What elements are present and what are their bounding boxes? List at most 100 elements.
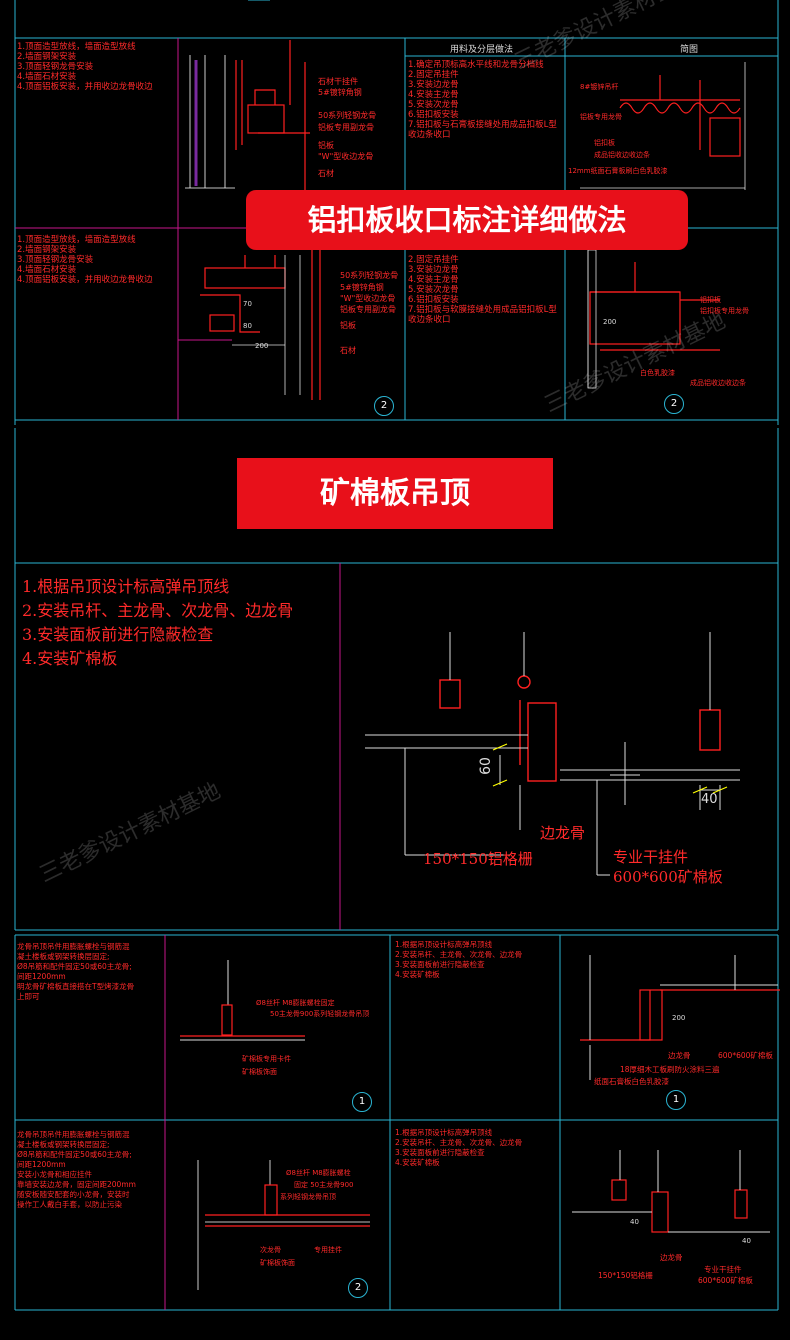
label: "W"型收边龙骨 bbox=[340, 294, 396, 303]
bottom2-steps: 1.根据吊顶设计标高弹吊顶线 2.安装吊杆、主龙骨、次龙骨、边龙骨 3.安装面板… bbox=[395, 1128, 522, 1168]
label: 次龙骨 bbox=[260, 1246, 281, 1254]
label: 铝板 bbox=[318, 141, 334, 150]
note-line: 2.墙面钢架安装 bbox=[17, 52, 77, 62]
banner-title: 矿棉板吊顶 bbox=[320, 476, 470, 511]
step-line: 1.根据吊顶设计标高弹吊顶线 bbox=[395, 1128, 493, 1137]
callout-label: 150*150铝格栅 bbox=[423, 850, 533, 868]
label: 专用挂件 bbox=[314, 1246, 342, 1254]
sketch-label: 12mm纸面石膏板刷白色乳胶漆 bbox=[568, 167, 668, 175]
note-line: 1.顶面造型放线，墙面造型放线 bbox=[17, 42, 136, 52]
label: 600*600矿棉板 bbox=[698, 1276, 753, 1285]
dim-label: 200 bbox=[603, 318, 617, 326]
callout-label: 600*600矿棉板 bbox=[613, 868, 723, 886]
label: 系列轻钢龙骨吊顶 bbox=[280, 1193, 336, 1201]
detail-number-badge: 2 bbox=[664, 394, 684, 414]
step-line: 收边条收口 bbox=[408, 130, 451, 140]
sketch-label: 铝扣板 bbox=[700, 296, 721, 304]
note-line: 上即可 bbox=[17, 992, 40, 1001]
note-line: 安装小龙骨和相应挂件 bbox=[17, 1170, 92, 1179]
dim-label: 200 bbox=[672, 1014, 686, 1022]
mid-steps: 1.根据吊顶设计标高弹吊顶线 2.安装吊杆、主龙骨、次龙骨、边龙骨 3.安装面板… bbox=[22, 575, 293, 671]
note-line: 3.顶面轻钢龙骨安装 bbox=[17, 255, 94, 265]
dim-label: 40 bbox=[742, 1237, 751, 1245]
detail-number-badge: 2 bbox=[348, 1278, 368, 1298]
dim-label: 40 bbox=[630, 1218, 639, 1226]
step-line: 收边条收口 bbox=[408, 315, 451, 325]
callout-label: 专业干挂件 bbox=[613, 848, 689, 866]
label: 矿棉板专用卡件 bbox=[242, 1055, 291, 1063]
panel1-notes: 1.顶面造型放线，墙面造型放线 2.墙面钢架安装 3.顶面轻钢龙骨安装 4.墙面… bbox=[17, 42, 153, 92]
label: 50主龙骨900系列轻钢龙骨吊顶 bbox=[270, 1010, 370, 1018]
note-line: 操作工人戴白手套，以防止污染 bbox=[17, 1200, 122, 1209]
label: 矿棉板饰面 bbox=[260, 1259, 295, 1267]
label: 矿棉板饰面 bbox=[242, 1068, 277, 1076]
step-line: 4.安装主龙骨 bbox=[408, 90, 459, 100]
step-line: 4.安装矿棉板 bbox=[22, 649, 118, 668]
sketch-label: 成品铝收边收边条 bbox=[690, 379, 746, 387]
callout-label: 边龙骨 bbox=[540, 824, 586, 842]
label: 50系列轻钢龙骨 bbox=[340, 271, 399, 280]
label: 150*150铝格栅 bbox=[598, 1271, 653, 1280]
detail-number-badge: 2 bbox=[374, 396, 394, 416]
bottom1-left-notes: 龙骨吊顶吊件用膨胀螺栓与钢筋混 凝土楼板或钢架转换层固定; Ø8吊筋和配件固定5… bbox=[17, 942, 134, 1002]
section-banner: 铝扣板收口标注详细做法 bbox=[246, 190, 688, 250]
detail-number-badge: 1 bbox=[666, 1090, 686, 1110]
note-line: 4.顶面铝板安装，并用收边龙骨收边 bbox=[17, 82, 153, 92]
label: 50系列轻钢龙骨 bbox=[318, 111, 377, 120]
step-line: 1.根据吊顶设计标高弹吊顶线 bbox=[22, 577, 230, 596]
sketch-label: 白色乳胶漆 bbox=[640, 369, 675, 377]
sketch-label: 铝扣板专用龙骨 bbox=[700, 307, 749, 315]
header-materials: 用料及分层做法 bbox=[450, 45, 514, 55]
panel1-steps: 1.确定吊顶标高水平线和龙骨分档线 2.固定吊挂件 3.安装边龙骨 4.安装主龙… bbox=[408, 60, 557, 140]
step-line: 4.安装矿棉板 bbox=[395, 1158, 440, 1167]
label: 铝板 bbox=[340, 321, 356, 330]
header-diagram: 简图 bbox=[680, 45, 699, 55]
note-line: 凝土楼板或钢架转换层固定; bbox=[17, 1140, 110, 1149]
label: 18厚细木工板刷防火涂料三遍 bbox=[620, 1065, 720, 1074]
dim-label: 80 bbox=[243, 322, 252, 330]
panel2-steps: 2.固定吊挂件 3.安装边龙骨 4.安装主龙骨 5.安装次龙骨 6.铝扣板安装 … bbox=[408, 255, 557, 325]
step-line: 2.安装吊杆、主龙骨、次龙骨、边龙骨 bbox=[395, 1138, 523, 1147]
step-line: 2.安装吊杆、主龙骨、次龙骨、边龙骨 bbox=[22, 601, 294, 620]
label: 石材 bbox=[340, 346, 356, 355]
detail-number-badge: 1 bbox=[352, 1092, 372, 1112]
step-line: 4.安装主龙骨 bbox=[408, 275, 459, 285]
step-line: 2.固定吊挂件 bbox=[408, 70, 459, 80]
panel2-notes: 1.顶面造型放线，墙面造型放线 2.墙面钢架安装 3.顶面轻钢龙骨安装 4.墙面… bbox=[17, 235, 153, 285]
label: 5#镀锌角钢 bbox=[318, 88, 362, 97]
label: 边龙骨 bbox=[668, 1051, 691, 1060]
note-line: 凝土楼板或钢架转换层固定; bbox=[17, 952, 110, 961]
dim-label: 60 bbox=[477, 757, 494, 775]
note-line: 龙骨吊顶吊件用膨胀螺栓与钢筋混 bbox=[17, 942, 130, 951]
note-line: 龙骨吊顶吊件用膨胀螺栓与钢筋混 bbox=[17, 1130, 130, 1139]
step-line: 3.安装面板前进行隐蔽检查 bbox=[395, 960, 485, 969]
note-line: 间距1200mm bbox=[17, 1160, 66, 1169]
note-line: 2.墙面钢架安装 bbox=[17, 245, 77, 255]
note-line: 靠墙安装边龙骨，固定间距200mm bbox=[17, 1180, 136, 1189]
label: 石材 bbox=[318, 169, 334, 178]
sketch-label: 铝扣板 bbox=[594, 139, 615, 147]
step-line: 1.根据吊顶设计标高弹吊顶线 bbox=[395, 940, 493, 949]
note-line: 1.顶面造型放线，墙面造型放线 bbox=[17, 235, 136, 245]
step-line: 5.安装次龙骨 bbox=[408, 285, 459, 295]
step-line: 3.安装边龙骨 bbox=[408, 80, 459, 90]
note-line: 随安板随安配套的小龙骨，安装时 bbox=[17, 1190, 130, 1199]
label: 铝板专用副龙骨 bbox=[318, 123, 374, 132]
section-banner: 矿棉板吊顶 bbox=[237, 458, 553, 529]
note-line: Ø8吊筋和配件固定50或60主龙骨; bbox=[17, 1150, 132, 1159]
label: 专业干挂件 bbox=[704, 1265, 742, 1274]
sketch-label: 8#镀锌吊杆 bbox=[580, 83, 619, 91]
step-line: 3.安装面板前进行隐蔽检查 bbox=[395, 1148, 485, 1157]
label: 边龙骨 bbox=[660, 1253, 683, 1262]
label: "W"型收边龙骨 bbox=[318, 152, 374, 161]
bottom2-left-notes: 龙骨吊顶吊件用膨胀螺栓与钢筋混 凝土楼板或钢架转换层固定; Ø8吊筋和配件固定5… bbox=[17, 1130, 136, 1210]
dim-label: 200 bbox=[255, 342, 269, 350]
sketch-label: 成品铝收边收边条 bbox=[594, 151, 650, 159]
step-line: 3.安装边龙骨 bbox=[408, 265, 459, 275]
note-line: Ø8吊筋和配件固定50或60主龙骨; bbox=[17, 962, 132, 971]
step-line: 7.铝扣板与软膜接缝处用成品铝扣板L型 bbox=[408, 305, 557, 315]
step-line: 2.安装吊杆、主龙骨、次龙骨、边龙骨 bbox=[395, 950, 523, 959]
step-line: 3.安装面板前进行隐蔽检查 bbox=[22, 625, 214, 644]
label: 600*600矿棉板 bbox=[718, 1051, 773, 1060]
